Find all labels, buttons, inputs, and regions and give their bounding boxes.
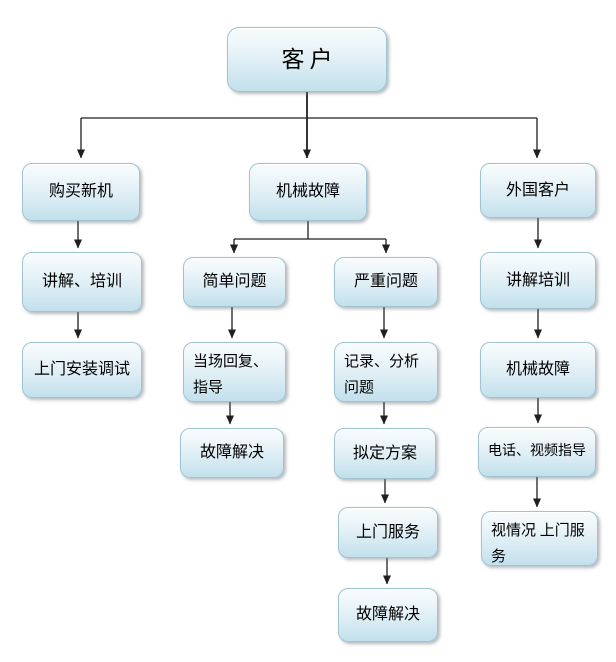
node-fault-solved-1: 故障解决 xyxy=(180,428,284,478)
node-simple-issue: 简单问题 xyxy=(183,257,286,307)
node-foreign-customer: 外国客户 xyxy=(480,163,596,218)
node-onsite-install-debug: 上门安装调试 xyxy=(22,342,142,398)
node-mechanical-fault: 机械故障 xyxy=(249,163,367,221)
node-onsite-service: 上门服务 xyxy=(338,507,438,558)
node-explain-training-2: 讲解培训 xyxy=(480,252,596,309)
node-buy-new-machine: 购买新机 xyxy=(22,163,140,221)
node-customer: 客户 xyxy=(227,27,387,92)
node-reply-guide: 当场回复、指导 xyxy=(183,342,286,402)
node-phone-video-guide: 电话、视频指导 xyxy=(478,427,596,477)
node-explain-training: 讲解、培训 xyxy=(22,252,142,312)
node-severe-issue: 严重问题 xyxy=(334,257,438,307)
node-make-plan: 拟定方案 xyxy=(334,428,436,479)
node-mechanical-fault-2: 机械故障 xyxy=(480,342,596,398)
node-record-analyze: 记录、分析问题 xyxy=(334,342,438,402)
node-fault-solved-2: 故障解决 xyxy=(338,588,438,642)
node-onsite-as-needed: 视情况 上门服务 xyxy=(481,511,598,566)
